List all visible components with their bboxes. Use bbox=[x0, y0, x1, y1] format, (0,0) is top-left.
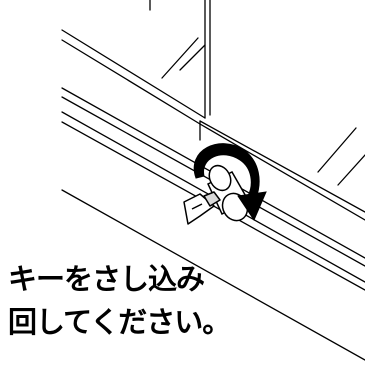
instruction-line-2: 回してください。 bbox=[8, 305, 231, 339]
drawer-top-edge bbox=[199, 123, 365, 221]
glass-reflection-4 bbox=[337, 154, 365, 186]
drawer-panel-top bbox=[199, 120, 365, 213]
cabinet-top-edge-back bbox=[61, 29, 206, 119]
cabinet-top-edge-front bbox=[61, 39, 201, 125]
glass-reflection-2 bbox=[179, 44, 206, 71]
instruction-text: キーをさし込み 回してください。 bbox=[8, 258, 231, 344]
clockwise-arrow-icon bbox=[193, 143, 267, 222]
glass-reflection-1 bbox=[161, 37, 199, 79]
glass-reflection-3 bbox=[317, 127, 357, 173]
base-line bbox=[61, 189, 365, 361]
key-icon bbox=[183, 191, 221, 225]
instruction-line-1: キーをさし込み bbox=[8, 262, 205, 296]
lock-cylinder-icon bbox=[207, 164, 250, 222]
